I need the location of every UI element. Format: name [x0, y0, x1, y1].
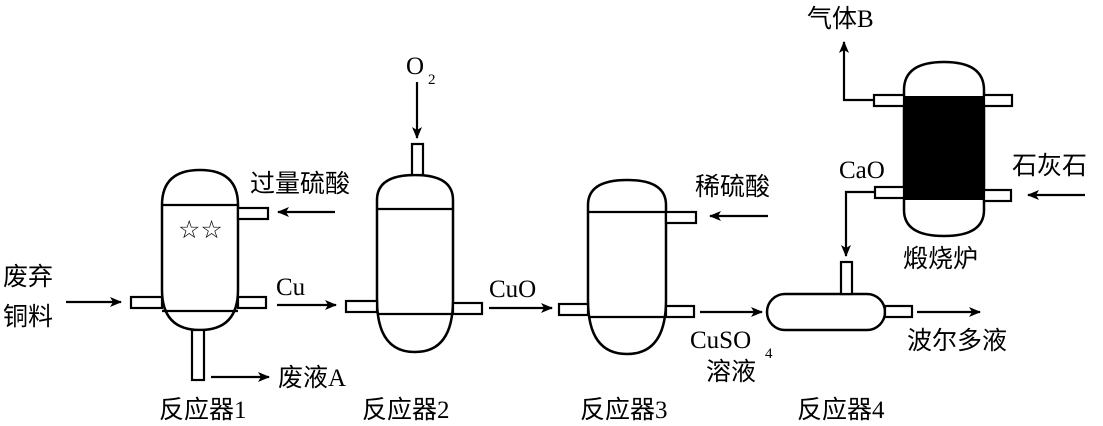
reactor-2-outlet-right [451, 301, 484, 316]
label-cuso4-solution: 溶液 [706, 358, 756, 386]
reactor-4-outlet-right [883, 304, 914, 319]
label-cuso4: CuSO [690, 327, 751, 354]
reactor-3 [557, 178, 698, 356]
reactor-4-vessel [765, 292, 887, 332]
reactor-3-inlet-left [557, 302, 590, 317]
label-reactor-2: 反应器2 [362, 396, 450, 424]
label-o2-subscript: 2 [428, 72, 436, 88]
reactor-2-top-inlet [410, 142, 425, 177]
label-o2: O [406, 53, 424, 80]
reactor-2 [344, 142, 484, 354]
reactor-1: ☆☆ [129, 168, 270, 382]
label-cao: CaO [839, 157, 885, 184]
calciner-cao-outlet [873, 185, 906, 200]
gas-b-arrow [839, 41, 874, 102]
reactor-1-vessel [160, 168, 240, 332]
reactor-1-drain [190, 328, 206, 382]
calciner-gas-outlet [872, 93, 906, 108]
label-cuso4-subscript: 4 [765, 346, 773, 362]
reactor-1-outlet-right [236, 295, 268, 310]
label-reactor-3: 反应器3 [580, 396, 668, 424]
label-waste-liquid-a: 废液A [278, 364, 346, 392]
reactor-1-inlet-left [129, 295, 164, 310]
reactor-4-top-inlet [839, 260, 854, 296]
label-dilute-sulfuric-acid: 稀硫酸 [695, 173, 770, 201]
calciner-limestone-inlet [982, 188, 1013, 203]
calciner-right-upper-port [982, 93, 1014, 108]
reactor-1-acid-inlet [236, 206, 270, 221]
label-waste-copper-line1: 废弃 [3, 263, 53, 291]
label-cu: Cu [276, 274, 306, 301]
reactor-1-star-marker: ☆☆ [178, 217, 223, 244]
label-reactor-4: 反应器4 [797, 396, 885, 424]
reactor-2-inlet-left [344, 299, 379, 314]
reactor-3-acid-inlet [664, 210, 698, 225]
label-gas-b: 气体B [807, 5, 874, 33]
label-limestone: 石灰石 [1012, 152, 1087, 180]
label-waste-copper-line2: 铜料 [3, 303, 53, 331]
label-reactor-1: 反应器1 [159, 396, 247, 424]
calciner-fill [904, 96, 984, 200]
reactor-4 [765, 260, 914, 332]
label-calciner: 煅烧炉 [903, 245, 978, 273]
cao-arrow [841, 190, 875, 257]
reactor-3-outlet-right [664, 304, 696, 319]
label-bordeaux-mixture: 波尔多液 [907, 327, 1007, 355]
calciner [872, 60, 1014, 238]
reactor-2-vessel [375, 173, 455, 354]
reactor-3-vessel [586, 178, 668, 356]
label-excess-sulfuric-acid: 过量硫酸 [250, 170, 350, 198]
label-cuo: CuO [489, 276, 536, 303]
